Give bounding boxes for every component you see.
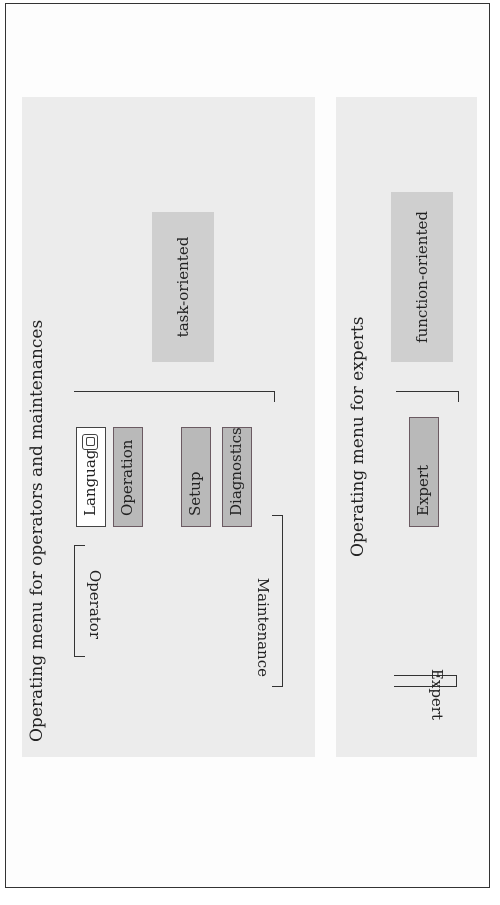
menu-item-setup: Setup bbox=[181, 427, 211, 527]
experts-panel-title: Operating menu for experts bbox=[348, 316, 368, 557]
expert-bracket-label: Expert bbox=[428, 668, 446, 720]
menu-item-diagnostics-label: Diagnostics bbox=[227, 427, 245, 516]
task-oriented-text: task-oriented bbox=[174, 236, 192, 338]
maintenance-bracket bbox=[272, 515, 283, 687]
menu-item-language-label: Language bbox=[81, 440, 99, 516]
menu-item-operation: Operation bbox=[113, 427, 143, 527]
diagram-canvas: Operating menu for operators and mainten… bbox=[22, 97, 477, 757]
operator-bracket-label: Operator bbox=[86, 569, 104, 639]
menu-item-operation-label: Operation bbox=[118, 439, 136, 516]
lock-icon bbox=[82, 434, 98, 450]
task-group-bracket bbox=[74, 391, 275, 402]
expert-bracket bbox=[394, 675, 457, 687]
operators-panel: Operating menu for operators and mainten… bbox=[22, 97, 315, 757]
menu-item-language: Language bbox=[76, 427, 106, 527]
function-oriented-text: function-oriented bbox=[413, 211, 431, 343]
maintenance-bracket-label: Maintenance bbox=[254, 577, 272, 677]
function-group-bracket bbox=[396, 391, 459, 402]
operators-panel-title: Operating menu for operators and mainten… bbox=[27, 319, 47, 742]
task-oriented-label: task-oriented bbox=[152, 212, 214, 362]
menu-item-diagnostics: Diagnostics bbox=[222, 427, 252, 527]
experts-panel: Operating menu for experts Expert Expert… bbox=[336, 97, 477, 757]
menu-item-setup-label: Setup bbox=[186, 471, 204, 516]
menu-item-expert: Expert bbox=[409, 417, 439, 527]
operator-bracket bbox=[74, 545, 85, 657]
function-oriented-label: function-oriented bbox=[391, 192, 453, 362]
menu-item-expert-label: Expert bbox=[414, 464, 432, 516]
